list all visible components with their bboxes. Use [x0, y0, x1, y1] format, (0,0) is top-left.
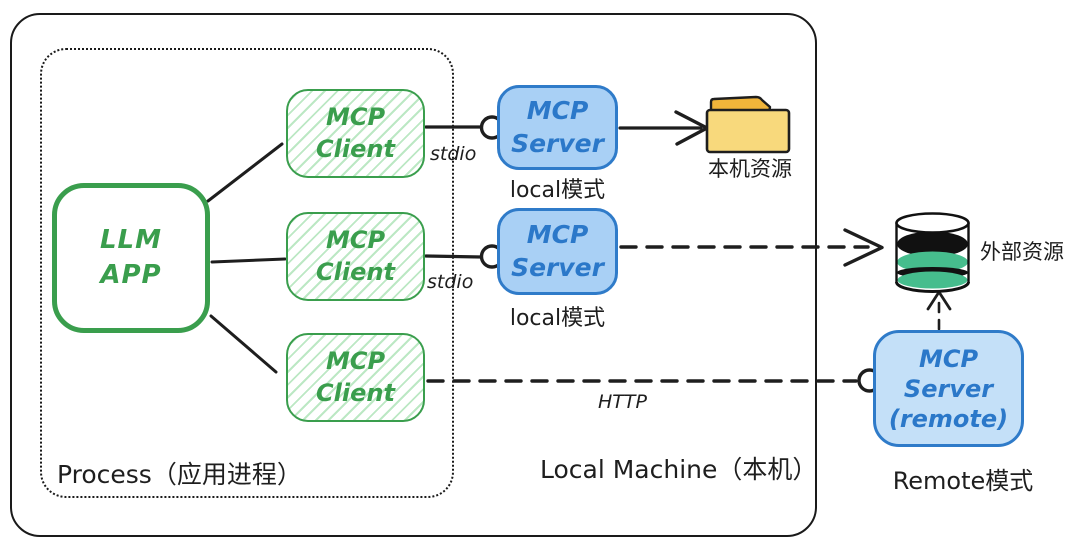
node-llm-app: LLM APP: [52, 183, 210, 333]
folder-resource-label: 本机资源: [708, 157, 792, 181]
llm-app-label-line1: LLM: [99, 224, 162, 255]
remote-label-line1: MCP: [918, 344, 979, 373]
client3-label-line1: MCP: [325, 347, 386, 376]
edge-client2-server2: [424, 254, 483, 259]
node-mcp-client-2: MCP Client: [286, 212, 425, 301]
edge-llm-client3: [209, 314, 278, 374]
remote-label-line3: (remote): [888, 404, 1009, 433]
client1-label-line2: Client: [316, 134, 395, 163]
node-mcp-client-1: MCP Client: [286, 89, 425, 178]
client1-label-line1: MCP: [325, 103, 386, 132]
edge-label-stdio-1: stdio: [430, 143, 477, 165]
edge-label-http: HTTP: [598, 391, 647, 413]
client2-label-line1: MCP: [325, 226, 386, 255]
edge-llm-client1: [206, 142, 284, 203]
node-mcp-server-2: MCP Server: [497, 208, 618, 295]
llm-app-label-line2: APP: [100, 260, 162, 290]
server1-mode-caption: local模式: [509, 178, 606, 203]
edge-label-stdio-2: stdio: [427, 271, 474, 293]
server1-label-line2: Server: [511, 128, 604, 158]
remote-mode-caption: Remote模式: [892, 467, 1034, 495]
server2-label-line2: Server: [511, 252, 604, 282]
local-machine-boundary-label: Local Machine（本机）: [540, 455, 818, 484]
server1-label-line1: MCP: [526, 96, 589, 125]
folder-icon: [705, 95, 791, 154]
remote-label-line2: Server: [903, 374, 994, 403]
client2-label-line2: Client: [316, 257, 395, 286]
database-icon: [895, 212, 970, 293]
server2-label-line1: MCP: [526, 220, 589, 249]
database-resource-label: 外部资源: [980, 240, 1064, 264]
process-boundary: [40, 48, 454, 498]
process-boundary-label: Process（应用进程）: [57, 460, 302, 489]
edge-llm-client2: [210, 257, 287, 264]
node-mcp-server-remote: MCP Server (remote): [873, 330, 1024, 447]
server2-mode-caption: local模式: [509, 306, 606, 331]
node-mcp-client-3: MCP Client: [286, 333, 425, 422]
arrowhead-database: [843, 228, 884, 267]
client3-label-line2: Client: [316, 378, 395, 407]
node-mcp-server-1: MCP Server: [497, 85, 618, 170]
local-machine-boundary: [10, 13, 817, 537]
